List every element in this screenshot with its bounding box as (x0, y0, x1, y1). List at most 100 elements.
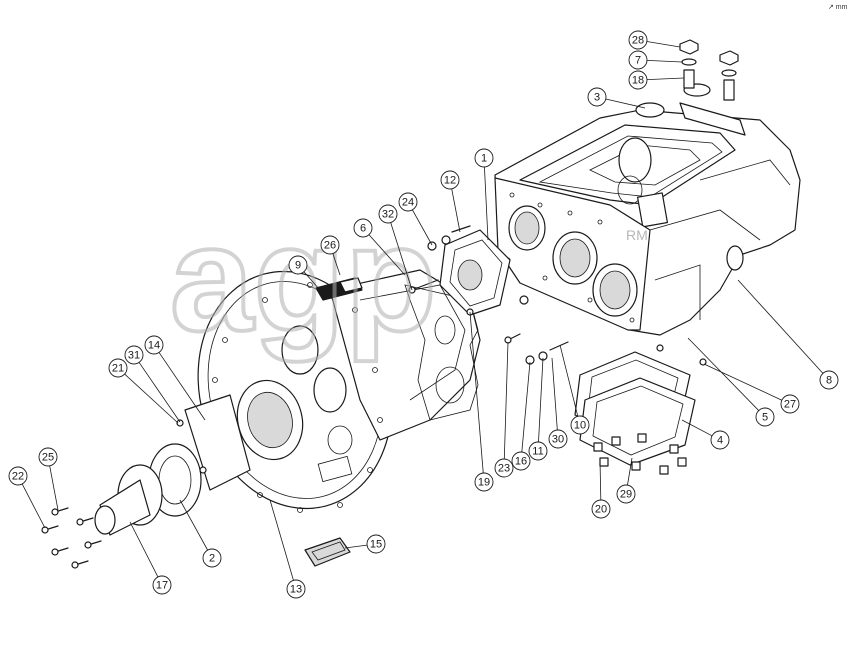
callout-number: 22 (12, 471, 24, 483)
callout-number: 12 (444, 175, 456, 187)
callout-leader-line (269, 499, 294, 581)
callout-circle (440, 170, 460, 190)
callout-circle (366, 534, 386, 554)
callout-leader-line (646, 60, 683, 63)
callout-circle (398, 192, 418, 212)
callout-18: 18 (628, 70, 685, 90)
callout-circle (628, 30, 648, 50)
callout-leader-line (646, 77, 685, 81)
callout-circle (152, 575, 172, 595)
callout-number: 17 (156, 580, 168, 592)
callout-circle (144, 335, 164, 355)
callout-circle (548, 429, 568, 449)
callout-23: 23 (494, 341, 514, 478)
callout-leader-line (21, 483, 46, 529)
callout-leader-line (49, 465, 59, 511)
callout-leader-line (551, 357, 558, 431)
callout-circle (511, 451, 531, 471)
callout-number: 6 (360, 223, 366, 235)
callout-26: 26 (320, 235, 341, 276)
callout-circle (286, 579, 306, 599)
callout-number: 29 (620, 489, 632, 501)
callout-leader-line (368, 234, 406, 276)
callout-leader-line (469, 311, 484, 474)
callout-19: 19 (469, 311, 494, 492)
callout-number: 2 (209, 553, 215, 565)
callout-32: 32 (378, 204, 413, 291)
callout-24: 24 (398, 192, 433, 246)
callout-number: 1 (481, 153, 487, 165)
callout-number: 19 (478, 477, 490, 489)
callout-circle (780, 394, 800, 414)
front-cover-plate (184, 394, 251, 491)
callout-25: 25 (38, 447, 59, 511)
callout-number: 7 (635, 55, 641, 67)
name-plate (315, 277, 363, 301)
callout-number: 27 (784, 399, 796, 411)
callout-leader-line (521, 361, 531, 453)
callout-circle (587, 87, 607, 107)
callout-circle (819, 370, 839, 390)
callout-circle (474, 472, 494, 492)
callout-20: 20 (591, 459, 611, 519)
callout-9: 9 (288, 255, 321, 291)
callout-15: 15 (344, 534, 386, 554)
bottom-covers (574, 351, 696, 466)
callout-circle (755, 407, 775, 427)
callout-leader-line (599, 459, 602, 501)
callout-leader-line (559, 344, 579, 417)
callout-5: 5 (687, 337, 775, 427)
callout-circle (528, 441, 548, 461)
callout-circle (570, 415, 590, 435)
callout-circle (616, 484, 636, 504)
callout-number: 31 (128, 350, 140, 362)
callout-leader-line (503, 341, 509, 460)
callout-leader-line (303, 271, 321, 291)
callout-number: 32 (382, 209, 394, 221)
bell-housing (197, 269, 481, 513)
callout-14: 14 (144, 335, 206, 421)
callout-27: 27 (703, 363, 800, 414)
callout-number: 30 (552, 434, 564, 446)
callout-leader-line (138, 362, 181, 423)
callout-number: 24 (402, 197, 414, 209)
callout-leader-line (484, 166, 489, 241)
callout-number: 25 (42, 452, 54, 464)
callout-number: 26 (324, 240, 336, 252)
callout-11: 11 (528, 357, 548, 461)
callout-7: 7 (628, 50, 683, 70)
callout-30: 30 (548, 357, 568, 449)
callout-leader-line (687, 337, 760, 411)
callout-circle (320, 235, 340, 255)
callout-number: 10 (574, 420, 586, 432)
callout-leader-line (681, 419, 713, 437)
callout-circle (202, 548, 222, 568)
callout-leader-line (605, 98, 646, 109)
input-flange (94, 443, 202, 536)
rear-plate (439, 229, 511, 316)
rubber-pad (304, 537, 351, 567)
callout-22: 22 (8, 466, 46, 529)
callout-4: 4 (681, 419, 730, 450)
gearbox-housing (494, 83, 801, 336)
misc-fasteners (176, 225, 707, 474)
callout-16: 16 (511, 361, 531, 471)
callout-leader-line (451, 188, 461, 233)
callout-17: 17 (129, 521, 172, 595)
callout-number: 13 (290, 584, 302, 596)
callout-number: 20 (595, 504, 607, 516)
callout-number: 18 (632, 75, 644, 87)
callout-2: 2 (179, 499, 222, 568)
callout-31: 31 (124, 345, 181, 423)
bottom-bolts (593, 433, 687, 475)
callout-leader-line (129, 521, 159, 578)
callout-circle (353, 218, 373, 238)
callout-number: 8 (826, 375, 832, 387)
callout-21: 21 (108, 358, 179, 424)
callout-leader-line (412, 209, 433, 246)
callout-leader-line (179, 499, 209, 551)
callout-circle (628, 70, 648, 90)
callout-3: 3 (587, 87, 646, 109)
callout-circle (710, 430, 730, 450)
